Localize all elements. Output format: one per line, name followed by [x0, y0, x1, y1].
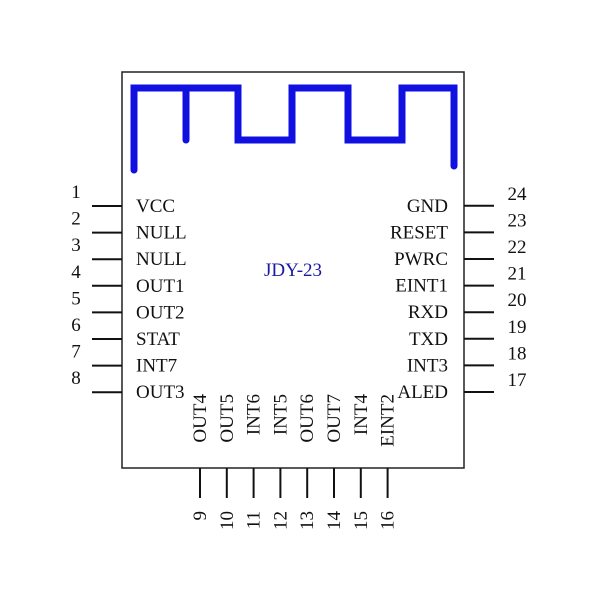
pin-name-left: OUT2	[136, 302, 185, 323]
pin-number-left: 1	[71, 182, 81, 203]
pin-name-bottom: OUT4	[190, 394, 211, 443]
pin-name-right: PWRC	[394, 249, 448, 270]
pin-number-bottom: 9	[190, 511, 211, 521]
pin-name-left: NULL	[136, 249, 187, 270]
pin-number-bottom: 10	[217, 511, 238, 530]
pin-number-left: 2	[71, 209, 81, 230]
pin-name-right: ALED	[397, 382, 448, 403]
pin-number-right: 23	[508, 210, 527, 231]
pin-number-right: 20	[508, 290, 527, 311]
pin-number-left: 4	[71, 262, 81, 283]
pin-name-bottom: OUT7	[324, 394, 345, 443]
pin-name-left: STAT	[136, 329, 180, 350]
pin-number-right: 24	[508, 184, 528, 205]
pin-number-bottom: 16	[378, 511, 399, 530]
pin-name-bottom: EINT2	[378, 394, 399, 447]
module-label: JDY-23	[264, 260, 322, 281]
pin-number-right: 19	[508, 317, 527, 338]
pin-name-bottom: INT6	[244, 394, 265, 435]
pin-group: 1VCC2NULL3NULL4OUT15OUT26STAT7INT78OUT31…	[71, 182, 527, 530]
antenna-trace-icon	[130, 84, 458, 174]
pin-name-left: OUT1	[136, 276, 185, 297]
pin-name-left: VCC	[136, 196, 175, 217]
pin-name-bottom: OUT5	[217, 394, 238, 443]
pin-number-left: 6	[71, 315, 81, 336]
pin-number-right: 22	[508, 237, 527, 258]
pin-name-bottom: INT4	[351, 394, 372, 436]
pin-name-right: EINT1	[395, 276, 448, 297]
pin-number-left: 8	[71, 368, 81, 389]
pin-name-right: INT3	[407, 355, 448, 376]
pin-number-bottom: 13	[297, 511, 318, 530]
pin-name-right: RXD	[408, 302, 448, 323]
pin-number-right: 18	[508, 343, 527, 364]
pin-name-left: OUT3	[136, 382, 185, 403]
pin-number-left: 7	[71, 342, 81, 363]
pin-name-right: GND	[407, 196, 448, 217]
pin-name-left: INT7	[136, 356, 177, 377]
pin-name-right: TXD	[409, 329, 448, 350]
pin-name-bottom: INT5	[270, 394, 291, 435]
pin-number-left: 5	[71, 288, 81, 309]
pin-number-bottom: 15	[351, 511, 372, 530]
pin-name-bottom: OUT6	[297, 394, 318, 443]
pin-number-bottom: 14	[324, 511, 345, 531]
pin-name-right: RESET	[390, 222, 448, 243]
pin-number-right: 21	[508, 264, 527, 285]
pin-number-right: 17	[508, 370, 527, 391]
pin-name-left: NULL	[136, 223, 187, 244]
pin-number-bottom: 11	[244, 511, 265, 529]
pin-number-left: 3	[71, 235, 81, 256]
pin-number-bottom: 12	[270, 511, 291, 530]
